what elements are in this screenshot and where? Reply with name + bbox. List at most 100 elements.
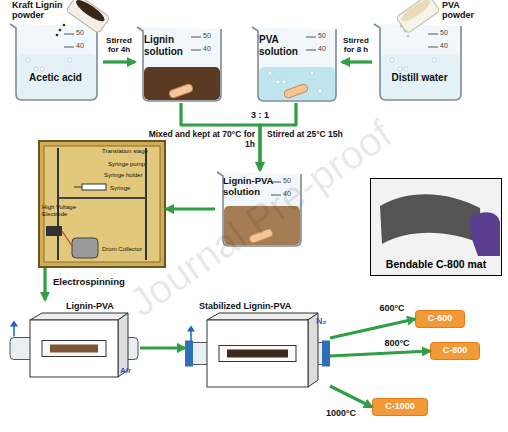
product-box: C-600 bbox=[415, 310, 465, 328]
scale-tick bbox=[306, 50, 316, 51]
process-arrow bbox=[166, 207, 215, 210]
beaker-glass bbox=[374, 24, 461, 100]
liquid bbox=[381, 54, 460, 99]
photo-frame bbox=[371, 179, 502, 276]
edge-label: 800°C bbox=[375, 338, 419, 348]
beaker-node: Lignin-PVA solution bbox=[215, 170, 307, 248]
product-box bbox=[373, 399, 428, 416]
rail bbox=[58, 197, 146, 199]
process-arrow bbox=[103, 60, 135, 63]
photo-node: Bendable C-800 mat bbox=[370, 178, 502, 276]
process-arrow bbox=[330, 386, 372, 407]
node-outline bbox=[185, 300, 330, 395]
node-text: Syringe bbox=[110, 185, 150, 192]
beaker-outline bbox=[374, 24, 461, 100]
node-outline bbox=[8, 22, 103, 102]
beaker-node: PVA solution bbox=[250, 25, 342, 103]
liquid bbox=[17, 54, 96, 99]
glove bbox=[470, 212, 500, 256]
edge-label: Mixed and kept at 70°C for 1h bbox=[138, 130, 255, 150]
scale-tick bbox=[306, 37, 316, 38]
gas-outlet-head bbox=[10, 321, 18, 327]
node-text: C-1000 bbox=[372, 401, 428, 411]
process-arrow bbox=[330, 351, 430, 356]
bubble bbox=[26, 58, 30, 62]
process-arrow bbox=[330, 319, 415, 338]
scale-number: 50 bbox=[440, 29, 454, 37]
scale-number: 50 bbox=[203, 32, 217, 40]
bubble bbox=[68, 58, 72, 62]
pva-powder bbox=[399, 0, 433, 25]
scale-number: 50 bbox=[76, 29, 90, 37]
edge-label: Stirred for 8 h bbox=[338, 36, 374, 54]
bubble bbox=[40, 67, 44, 71]
beaker-node: Lignin solution bbox=[135, 25, 227, 103]
hv-wire bbox=[62, 231, 72, 246]
beaker-outline bbox=[10, 24, 97, 100]
node-text: Lignin-PVA solution bbox=[223, 176, 279, 198]
product-box bbox=[431, 343, 480, 360]
stir-bar bbox=[248, 228, 273, 244]
furnace-window bbox=[219, 346, 296, 362]
node-text: High Voltage Electrode bbox=[42, 204, 84, 218]
edge-label: 1000°C bbox=[318, 408, 364, 418]
product-box: C-800 bbox=[430, 342, 480, 360]
lignin-powder bbox=[74, 0, 108, 25]
node-text: Syringe holder bbox=[104, 172, 160, 179]
node-text: Distill water bbox=[380, 72, 459, 84]
node-text: C-600 bbox=[415, 313, 465, 323]
beaker-outline bbox=[137, 27, 221, 101]
scale-number: 50 bbox=[283, 177, 297, 185]
furnace-window bbox=[42, 341, 106, 357]
scale-number: 40 bbox=[440, 42, 454, 50]
scale-number: 40 bbox=[283, 190, 297, 198]
node-text: Lignin-PVA bbox=[66, 301, 141, 311]
scale-tick bbox=[271, 195, 281, 196]
bubble bbox=[390, 58, 394, 62]
edge-label: 600°C bbox=[370, 303, 414, 313]
bubble bbox=[310, 71, 314, 75]
bubble bbox=[398, 67, 402, 71]
needle bbox=[74, 187, 82, 188]
beaker-glass bbox=[10, 24, 97, 100]
furnace-top bbox=[30, 313, 128, 320]
electrode bbox=[46, 226, 62, 236]
node-outline bbox=[372, 22, 467, 102]
electro-node: Translation stageSyringe pumpSyringe hol… bbox=[38, 140, 166, 268]
edge-label: Electrospinning bbox=[53, 277, 143, 288]
furnace-body bbox=[30, 320, 118, 377]
bubble bbox=[318, 89, 322, 93]
ratio-label: 3 : 1 bbox=[244, 110, 276, 120]
scale-tick bbox=[428, 34, 438, 35]
liquid bbox=[259, 67, 335, 100]
beaker-outline bbox=[252, 27, 336, 101]
node-text: Syringe pump bbox=[108, 161, 160, 168]
gas-label: N₂ bbox=[316, 316, 332, 326]
scale-tick bbox=[64, 47, 74, 48]
beaker-glass bbox=[137, 27, 221, 101]
scale-number: 50 bbox=[318, 32, 332, 40]
node-text: Translation stage bbox=[102, 148, 164, 155]
bubble bbox=[268, 71, 272, 75]
node-text: Bendable C-800 mat bbox=[370, 258, 502, 270]
beaker-node: Kraft Lignin powderAcetic acid bbox=[8, 22, 103, 102]
fiber-sample bbox=[50, 345, 98, 353]
scale-tick bbox=[191, 37, 201, 38]
node-text: C-800 bbox=[430, 345, 480, 355]
node-text: Kraft Lignin powder bbox=[12, 0, 70, 21]
enclosure bbox=[39, 141, 165, 267]
fiber-sample bbox=[227, 350, 288, 358]
node-text: PVA solution bbox=[259, 34, 309, 57]
bubble bbox=[404, 67, 408, 71]
scale-number: 40 bbox=[318, 45, 332, 53]
rod bbox=[145, 148, 147, 260]
drum-collector bbox=[72, 238, 98, 258]
process-arrow bbox=[140, 346, 185, 349]
node-text: Stabilized Lignin-PVA bbox=[199, 301, 324, 311]
node-text: Lignin solution bbox=[144, 34, 194, 57]
bubble bbox=[282, 80, 286, 84]
furnace-body bbox=[207, 320, 308, 387]
process-arrow bbox=[342, 60, 372, 63]
